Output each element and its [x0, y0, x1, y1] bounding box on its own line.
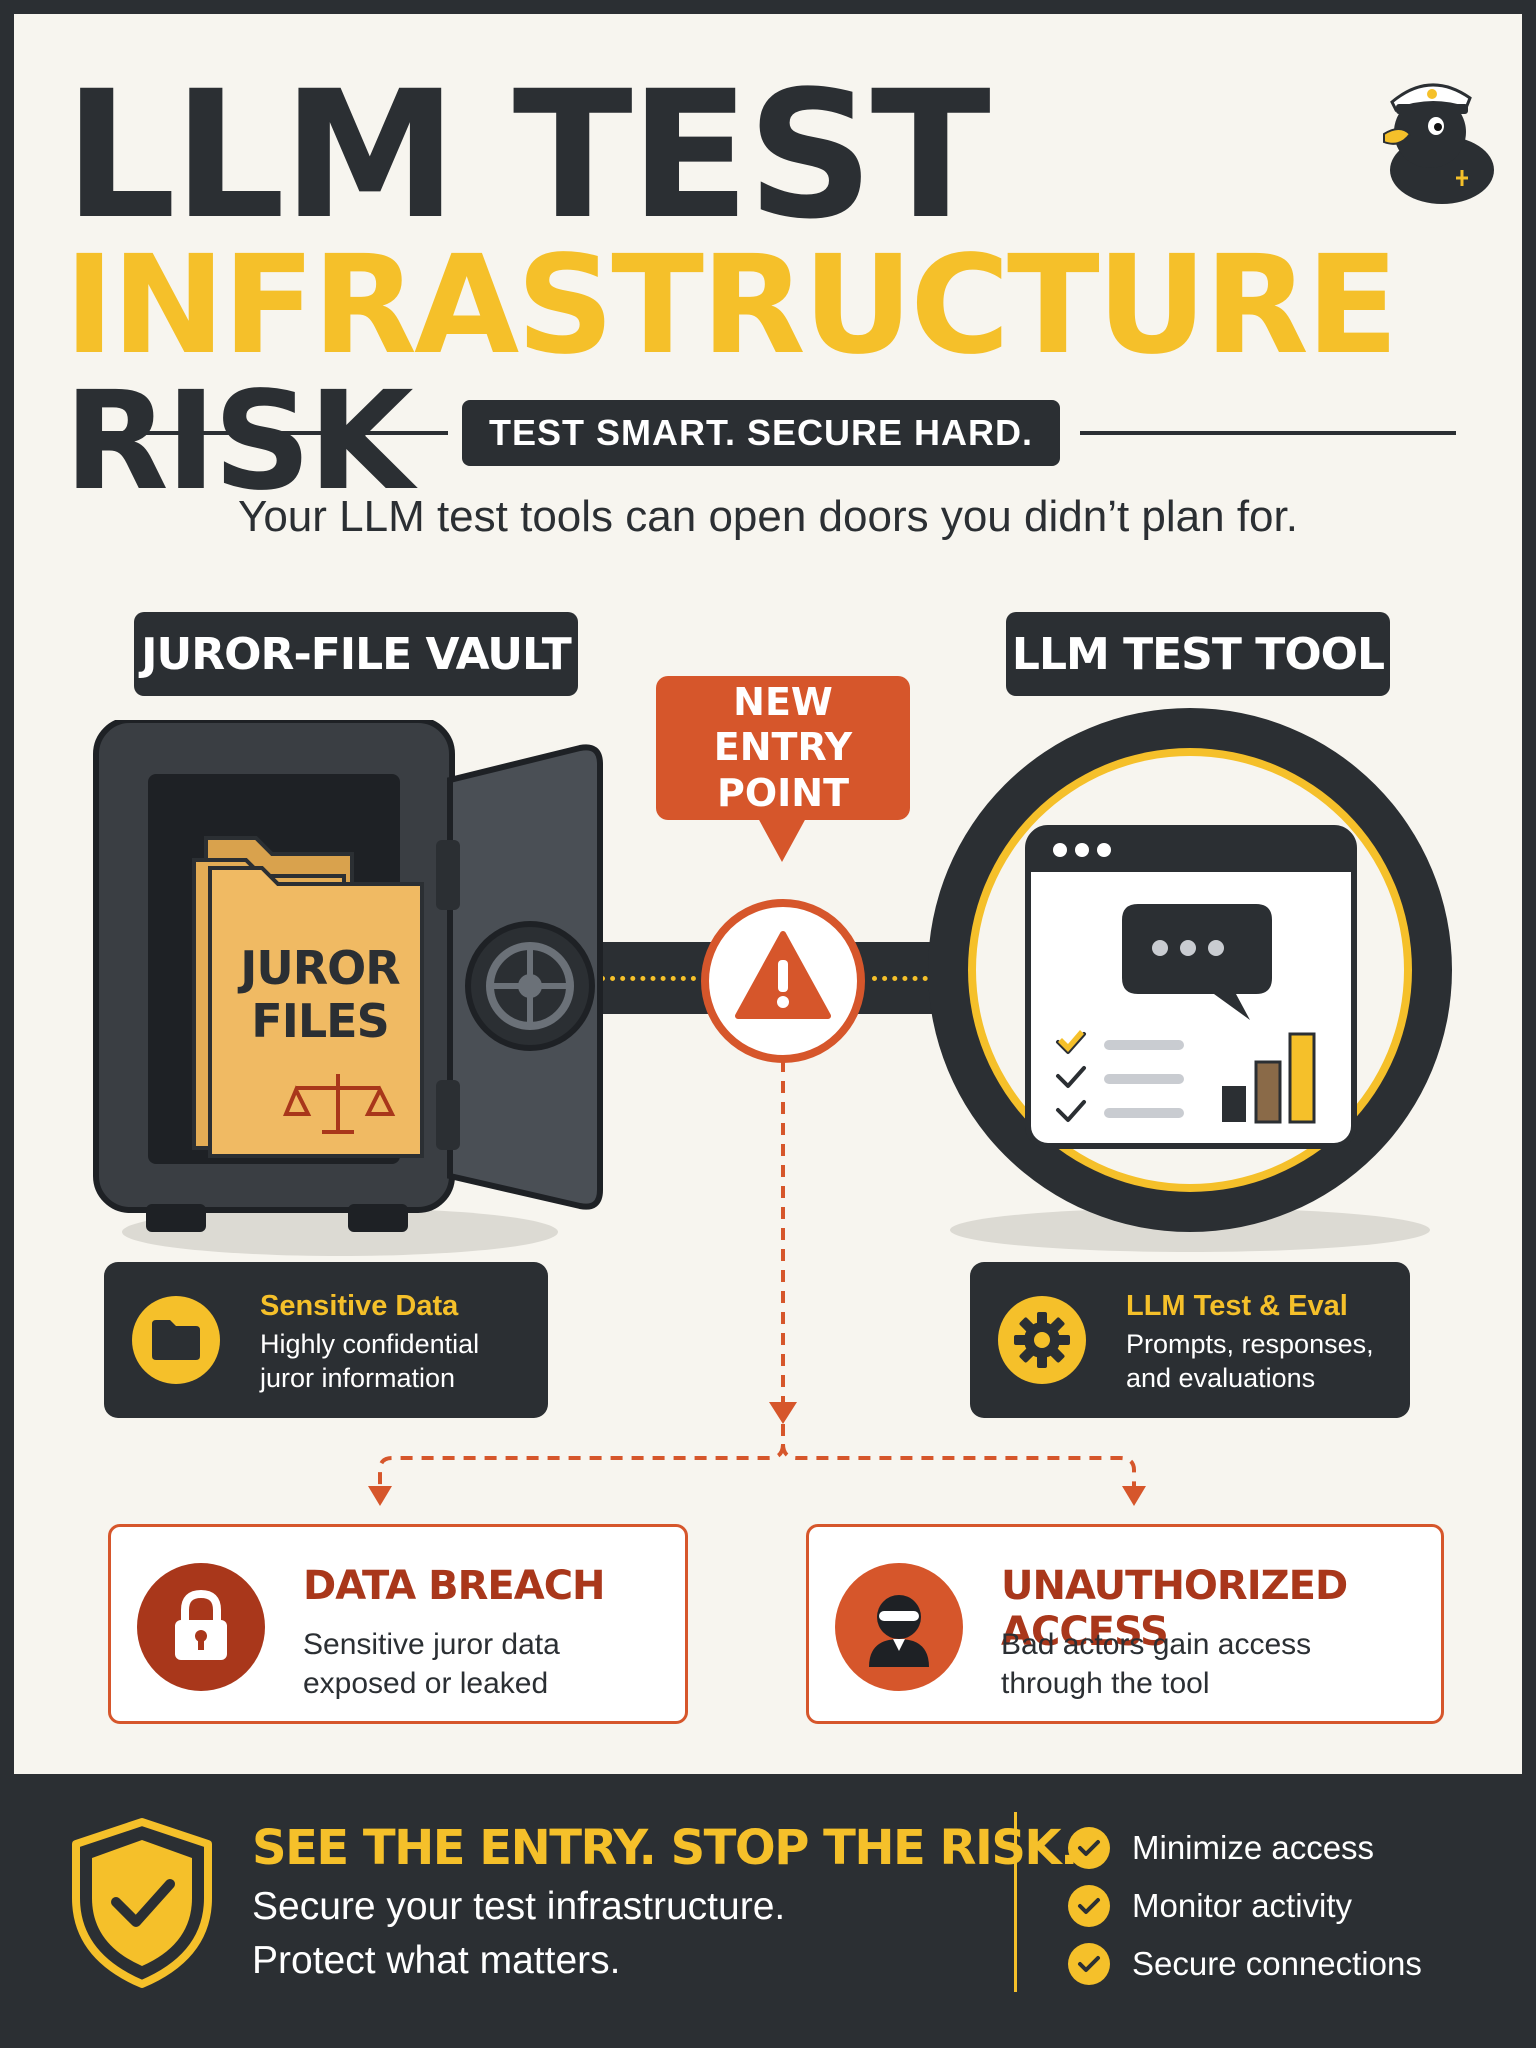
tagline: TEST SMART. SECURE HARD.: [462, 400, 1060, 466]
title-risk: RISK: [64, 363, 414, 521]
safe-illustration: [93, 720, 603, 1256]
check-icon: [1068, 1943, 1110, 1985]
warning-icon: [701, 899, 865, 1063]
padlock-icon: [137, 1563, 265, 1691]
entry-point-callout: NEW ENTRY POINT: [656, 676, 910, 862]
folder-icon: [132, 1296, 220, 1384]
sensitive-data-card: Sensitive Data Highly confidential juror…: [104, 1262, 548, 1418]
sensitive-data-line-1: Highly confidential: [260, 1329, 480, 1359]
llm-test-eval-card: LLM Test & Eval Prompts, responses, and …: [970, 1262, 1410, 1418]
llm-test-eval-text: Prompts, responses, and evaluations: [1126, 1328, 1386, 1396]
checklist-item-label: Minimize access: [1132, 1829, 1375, 1866]
flow-lines: [368, 1060, 1146, 1506]
tagline-rule-right: [1080, 431, 1456, 435]
sensitive-data-line-2: juror information: [260, 1362, 456, 1393]
sensitive-data-text: Highly confidential juror information: [260, 1328, 520, 1396]
connector-dots-left: [600, 976, 696, 981]
shield-check-icon: [72, 1818, 212, 1988]
connector-dots-right: [872, 976, 948, 981]
tagline-rule-left: [78, 431, 448, 435]
checklist-item-label: Secure connections: [1132, 1945, 1422, 1982]
footer-divider: [1014, 1812, 1017, 1992]
entry-callout-line-2: ENTRY POINT: [713, 725, 853, 815]
gear-icon: [998, 1296, 1086, 1384]
folder-label-line-1: JUROR: [240, 941, 400, 995]
title-highlight: INFRASTRUCTURE: [64, 227, 1399, 385]
check-icon: [1068, 1827, 1110, 1869]
vault-label: JUROR-FILE VAULT: [134, 612, 578, 696]
checklist-item: Secure connections: [1068, 1942, 1422, 1986]
llm-test-eval-line-1: Prompts, responses,: [1126, 1329, 1374, 1359]
folder-label-line-2: FILES: [251, 993, 389, 1048]
checklist-item-label: Monitor activity: [1132, 1887, 1353, 1924]
data-breach-card: DATA BREACH Sensitive juror data exposed…: [108, 1524, 688, 1724]
tool-label: LLM TEST TOOL: [1006, 612, 1390, 696]
footer-line-2: Protect what matters.: [252, 1938, 621, 1982]
data-breach-heading: DATA BREACH: [303, 1563, 606, 1609]
data-breach-line-1: Sensitive juror data: [303, 1628, 560, 1661]
subtitle: Your LLM test tools can open doors you d…: [238, 492, 1298, 541]
footer-line-1: Secure your test infrastructure.: [252, 1885, 786, 1928]
unauthorized-access-heading: UNAUTHORIZED ACCESS: [1001, 1563, 1348, 1655]
captain-duck-icon: [1383, 83, 1494, 204]
unauthorized-access-line-2: through the tool: [1001, 1667, 1210, 1700]
llm-test-eval-line-2: and evaluations: [1126, 1362, 1316, 1393]
title-line-1: LLM TEST: [64, 53, 991, 258]
unauthorized-access-text: Bad actors gain access through the tool: [1001, 1625, 1311, 1703]
llm-tool-illustration: [928, 708, 1452, 1252]
check-icon: [1068, 1885, 1110, 1927]
sensitive-data-heading: Sensitive Data: [260, 1290, 459, 1322]
folder-label: JUROR FILES: [230, 942, 410, 1048]
title-line-2: INFRASTRUCTURE RISK: [64, 238, 1536, 510]
unauthorized-access-card: UNAUTHORIZED ACCESS Bad actors gain acce…: [806, 1524, 1444, 1724]
unauthorized-access-line-1: Bad actors gain access: [1001, 1628, 1312, 1661]
checklist-item: Monitor activity: [1068, 1884, 1352, 1928]
llm-test-eval-heading: LLM Test & Eval: [1126, 1290, 1348, 1322]
data-breach-line-2: exposed or leaked: [303, 1667, 549, 1700]
hacker-icon: [835, 1563, 963, 1691]
entry-callout-line-1: NEW: [733, 679, 833, 724]
checklist-item: Minimize access: [1068, 1826, 1374, 1870]
footer-body: Secure your test infrastructure. Protect…: [252, 1880, 785, 1988]
data-breach-text: Sensitive juror data exposed or leaked: [303, 1625, 560, 1703]
footer-heading: SEE THE ENTRY. STOP THE RISK.: [252, 1820, 1078, 1876]
